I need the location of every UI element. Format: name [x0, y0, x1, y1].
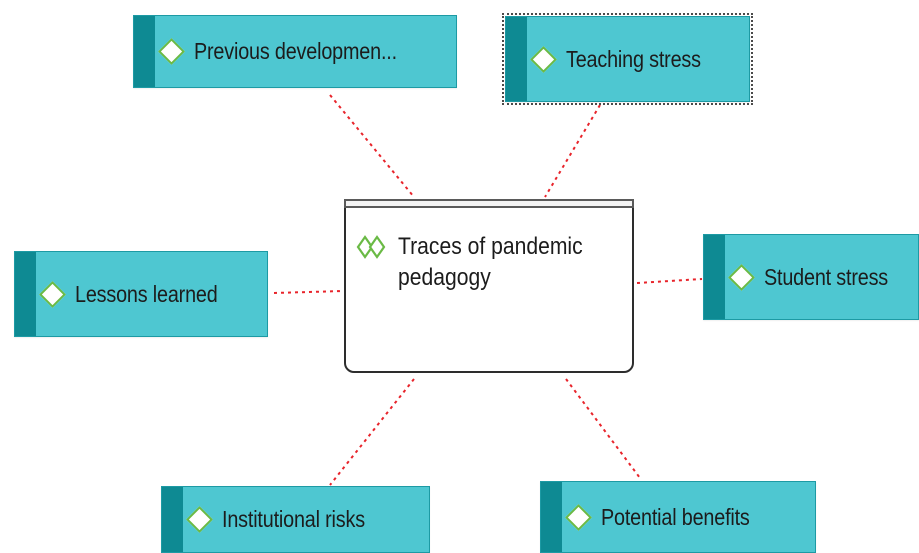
node-label: Student stress — [764, 263, 889, 290]
node-color-stripe — [541, 482, 562, 552]
connector-student-stress — [636, 278, 703, 284]
code-node-teaching-stress[interactable]: Teaching stress — [502, 13, 753, 105]
connector-institutional-risks — [329, 378, 415, 486]
code-diamond-icon — [728, 263, 755, 291]
connector-lessons-learned — [273, 290, 344, 294]
code-diamond-icon — [565, 503, 592, 531]
code-node-institutional-risks[interactable]: Institutional risks — [161, 486, 430, 553]
node-label: Previous developmen... — [194, 38, 397, 64]
code-node-lessons-learned[interactable]: Lessons learned — [14, 251, 268, 337]
code-diamond-icon — [186, 506, 213, 533]
node-label: Potential benefits — [601, 503, 750, 530]
central-code-node[interactable]: Traces of pandemic pedagogy — [344, 199, 634, 373]
node-color-stripe — [704, 235, 725, 319]
node-color-stripe — [162, 487, 183, 552]
code-node-student-stress[interactable]: Student stress — [703, 234, 919, 320]
code-category-icon — [356, 235, 386, 259]
code-diamond-icon — [158, 38, 185, 65]
code-diamond-icon — [39, 280, 66, 308]
node-color-stripe — [134, 16, 155, 87]
node-label: Teaching stress — [566, 45, 701, 72]
node-label: Institutional risks — [222, 506, 365, 532]
node-color-stripe — [15, 252, 36, 336]
node-color-stripe — [506, 17, 527, 101]
code-diamond-icon — [530, 45, 557, 73]
connector-previous-developments — [329, 94, 415, 198]
code-node-previous-developments[interactable]: Previous developmen... — [133, 15, 457, 88]
central-node-title: Traces of pandemic pedagogy — [398, 233, 583, 291]
node-label: Lessons learned — [75, 280, 218, 307]
central-node-tab — [344, 199, 634, 208]
connector-teaching-stress — [544, 104, 601, 198]
code-node-potential-benefits[interactable]: Potential benefits — [540, 481, 816, 553]
connector-potential-benefits — [565, 378, 641, 479]
